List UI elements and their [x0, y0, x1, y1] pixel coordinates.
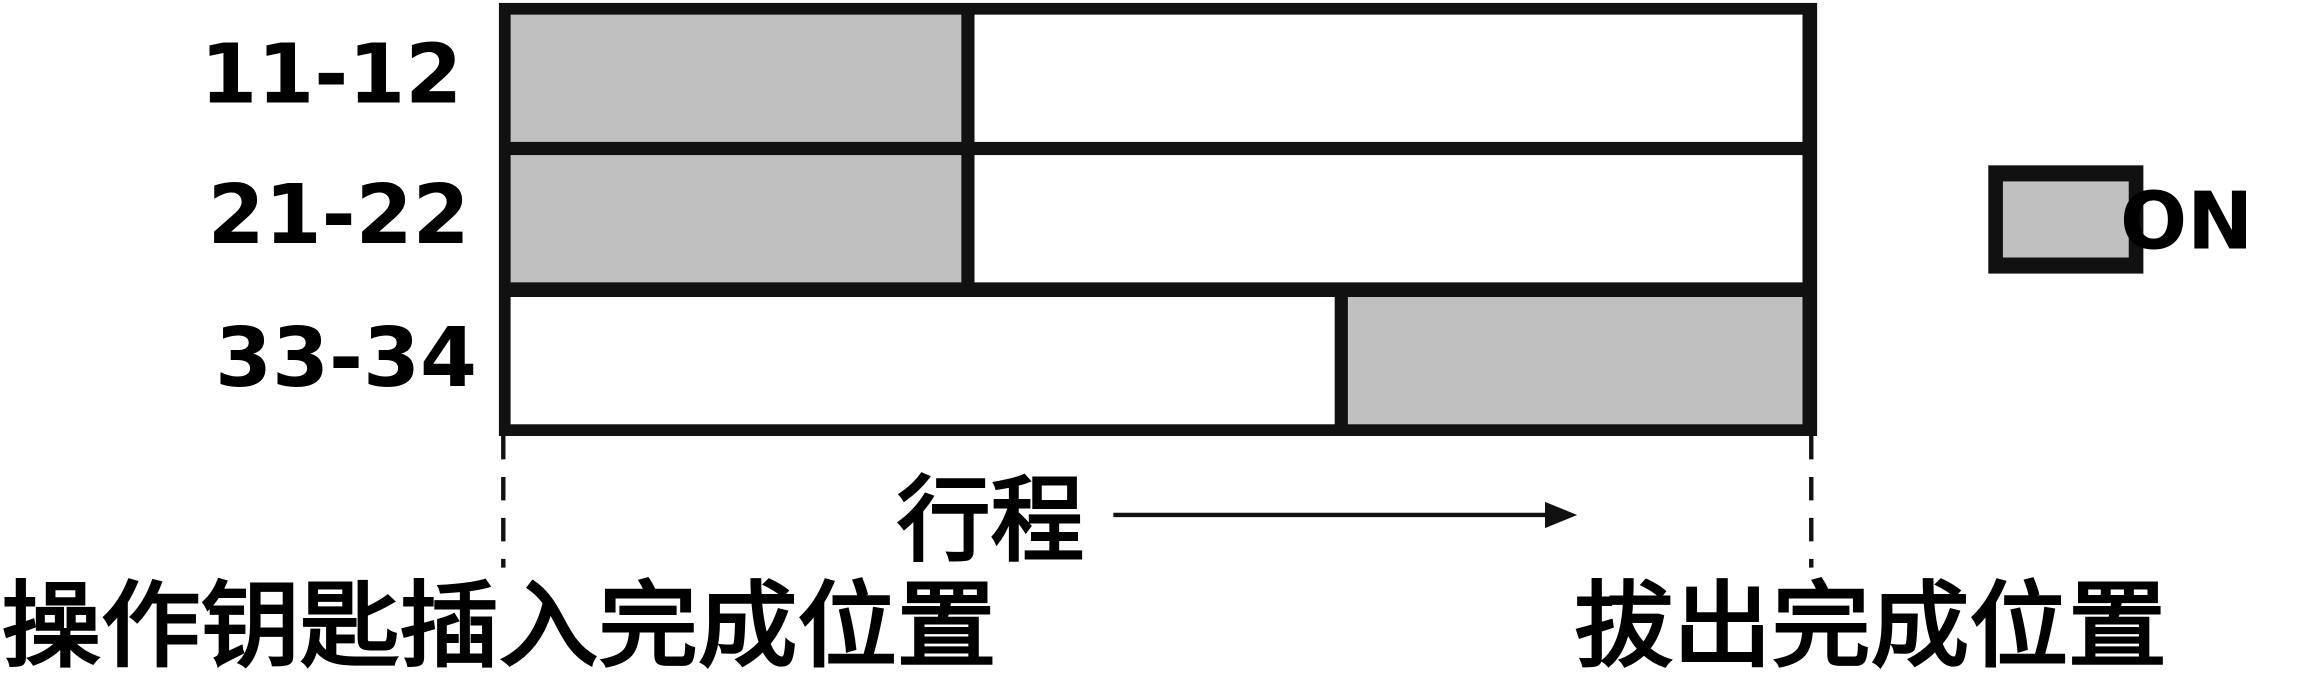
on-segment	[510, 14, 962, 142]
off-segment	[974, 155, 1803, 283]
legend-label: ON	[2120, 176, 2253, 268]
stroke-label: 行程	[897, 467, 1084, 576]
on-segment	[1347, 296, 1803, 425]
row-label: 21-22	[208, 168, 470, 263]
arrow-head-icon	[1544, 501, 1578, 529]
row-label: 33-34	[215, 311, 477, 406]
off-segment	[974, 14, 1803, 142]
row-label: 11-12	[200, 27, 462, 122]
off-segment	[510, 296, 1335, 425]
on-segment	[510, 155, 962, 283]
start-position-label: 操作钥匙插入完成位置	[1, 572, 996, 673]
legend-swatch-fill	[2002, 181, 2129, 258]
end-position-label: 拔出完成位置	[1574, 572, 2167, 673]
